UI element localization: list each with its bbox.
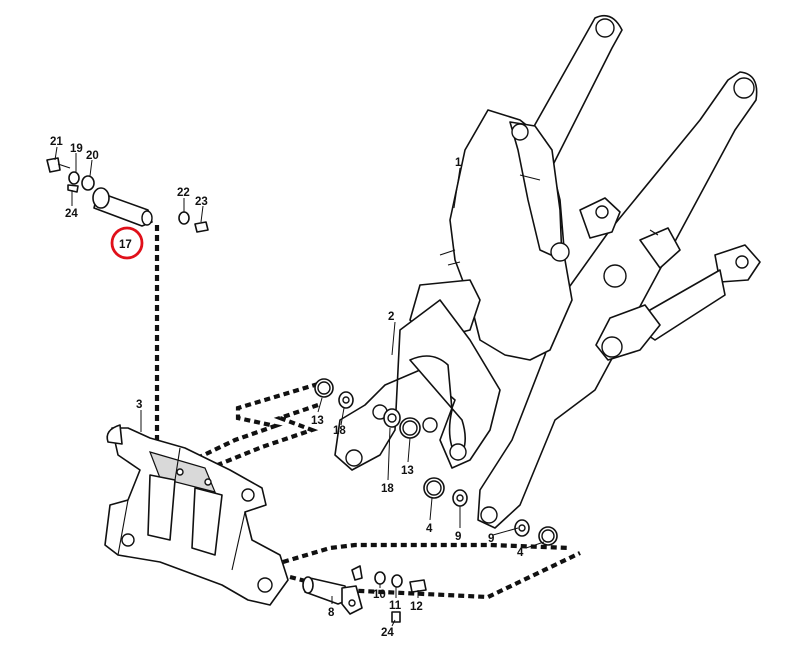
callout-10: 10 <box>373 589 386 601</box>
callout-3: 3 <box>136 399 142 411</box>
callout-8: 8 <box>328 607 335 619</box>
callout-17-highlight-circle <box>110 226 144 260</box>
fasteners-middle <box>314 378 558 546</box>
callout-13a: 13 <box>311 415 324 427</box>
callout-2: 2 <box>388 311 394 323</box>
callout-4b: 4 <box>517 547 524 559</box>
callout-9a: 9 <box>455 531 461 543</box>
callout-23: 23 <box>195 196 208 208</box>
pin-17-assembly <box>46 157 209 233</box>
callout-13b: 13 <box>401 465 414 477</box>
callout-9b: 9 <box>488 533 494 545</box>
callout-12: 12 <box>410 601 423 613</box>
callout-1: 1 <box>455 157 462 169</box>
pin-8-assembly <box>302 565 427 623</box>
bracket-frame <box>104 424 289 606</box>
callout-17: 17 <box>119 239 132 251</box>
callout-22: 22 <box>177 187 190 199</box>
callout-24a: 24 <box>65 208 78 220</box>
callout-19: 19 <box>70 143 83 155</box>
callout-11: 11 <box>389 600 402 612</box>
callout-20: 20 <box>86 150 99 162</box>
callout-24b: 24 <box>381 627 394 639</box>
callout-labels: 1 2 3 4 4 8 9 9 10 11 12 13 13 17 18 18 … <box>50 136 524 639</box>
loader-arm <box>334 14 761 529</box>
callout-21: 21 <box>50 136 63 148</box>
leader-lines <box>54 146 545 627</box>
callout-18a: 18 <box>333 425 346 437</box>
callout-4a: 4 <box>426 523 433 535</box>
callout-18b: 18 <box>381 483 394 495</box>
